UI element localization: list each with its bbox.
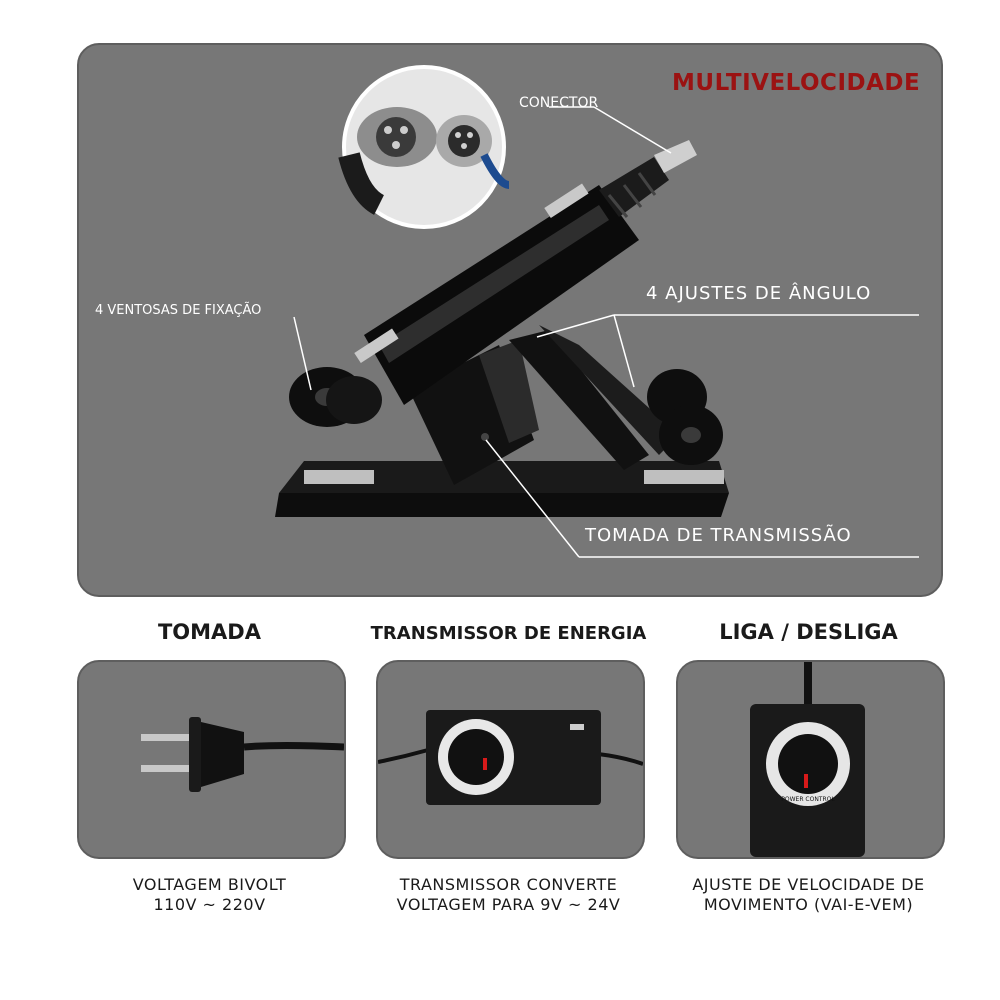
heading-power-transmitter: TRANSMISSOR DE ENERGIA	[370, 623, 647, 644]
base-plate	[275, 493, 729, 517]
right-clip	[644, 470, 724, 484]
transformer-device	[378, 710, 643, 805]
suction-cup-2	[326, 376, 382, 424]
callout-connector: CONECTOR	[519, 95, 599, 111]
heading-on-off: LIGA / DESLIGA	[719, 620, 898, 644]
main-product-panel: MULTIVELOCIDADE CONECTOR 4 VENTOSAS DE F…	[77, 43, 943, 597]
machine-illustration	[275, 65, 919, 558]
caption-plug: VOLTAGEM BIVOLT 110V ~ 220V	[77, 875, 342, 915]
main-title: MULTIVELOCIDADE	[672, 70, 921, 96]
caption-transformer: TRANSMISSOR CONVERTE VOLTAGEM PARA 9V ~ …	[366, 875, 651, 915]
rear-leg	[509, 330, 649, 470]
caption-transformer-line1: TRANSMISSOR CONVERTE	[399, 875, 618, 894]
caption-plug-line1: VOLTAGEM BIVOLT	[132, 875, 287, 894]
caption-controller: AJUSTE DE VELOCIDADE DE MOVIMENTO (VAI-E…	[670, 875, 947, 915]
caption-transformer-line2: VOLTAGEM PARA 9V ~ 24V	[396, 895, 621, 914]
heading-plug: TOMADA	[157, 620, 261, 644]
caption-controller-line2: MOVIMENTO (VAI-E-VEM)	[703, 895, 914, 914]
connector-tip	[654, 140, 697, 173]
left-clip	[304, 470, 374, 484]
speed-controller-panel: POWER CONTROL	[676, 660, 945, 859]
speed-controller-device: POWER CONTROL	[750, 662, 865, 857]
caption-plug-line2: 110V ~ 220V	[153, 895, 266, 914]
callout-suction-cups: 4 VENTOSAS DE FIXAÇÃO	[95, 303, 262, 318]
plug-icon	[141, 717, 344, 792]
plug-panel	[77, 660, 346, 859]
power-control-label: POWER CONTROL	[781, 796, 835, 803]
callout-angle: 4 AJUSTES DE ÂNGULO	[646, 283, 872, 304]
transformer-panel	[376, 660, 645, 859]
socket-dot	[481, 433, 489, 441]
caption-controller-line1: AJUSTE DE VELOCIDADE DE	[692, 875, 925, 894]
callout-socket: TOMADA DE TRANSMISSÃO	[585, 525, 852, 546]
